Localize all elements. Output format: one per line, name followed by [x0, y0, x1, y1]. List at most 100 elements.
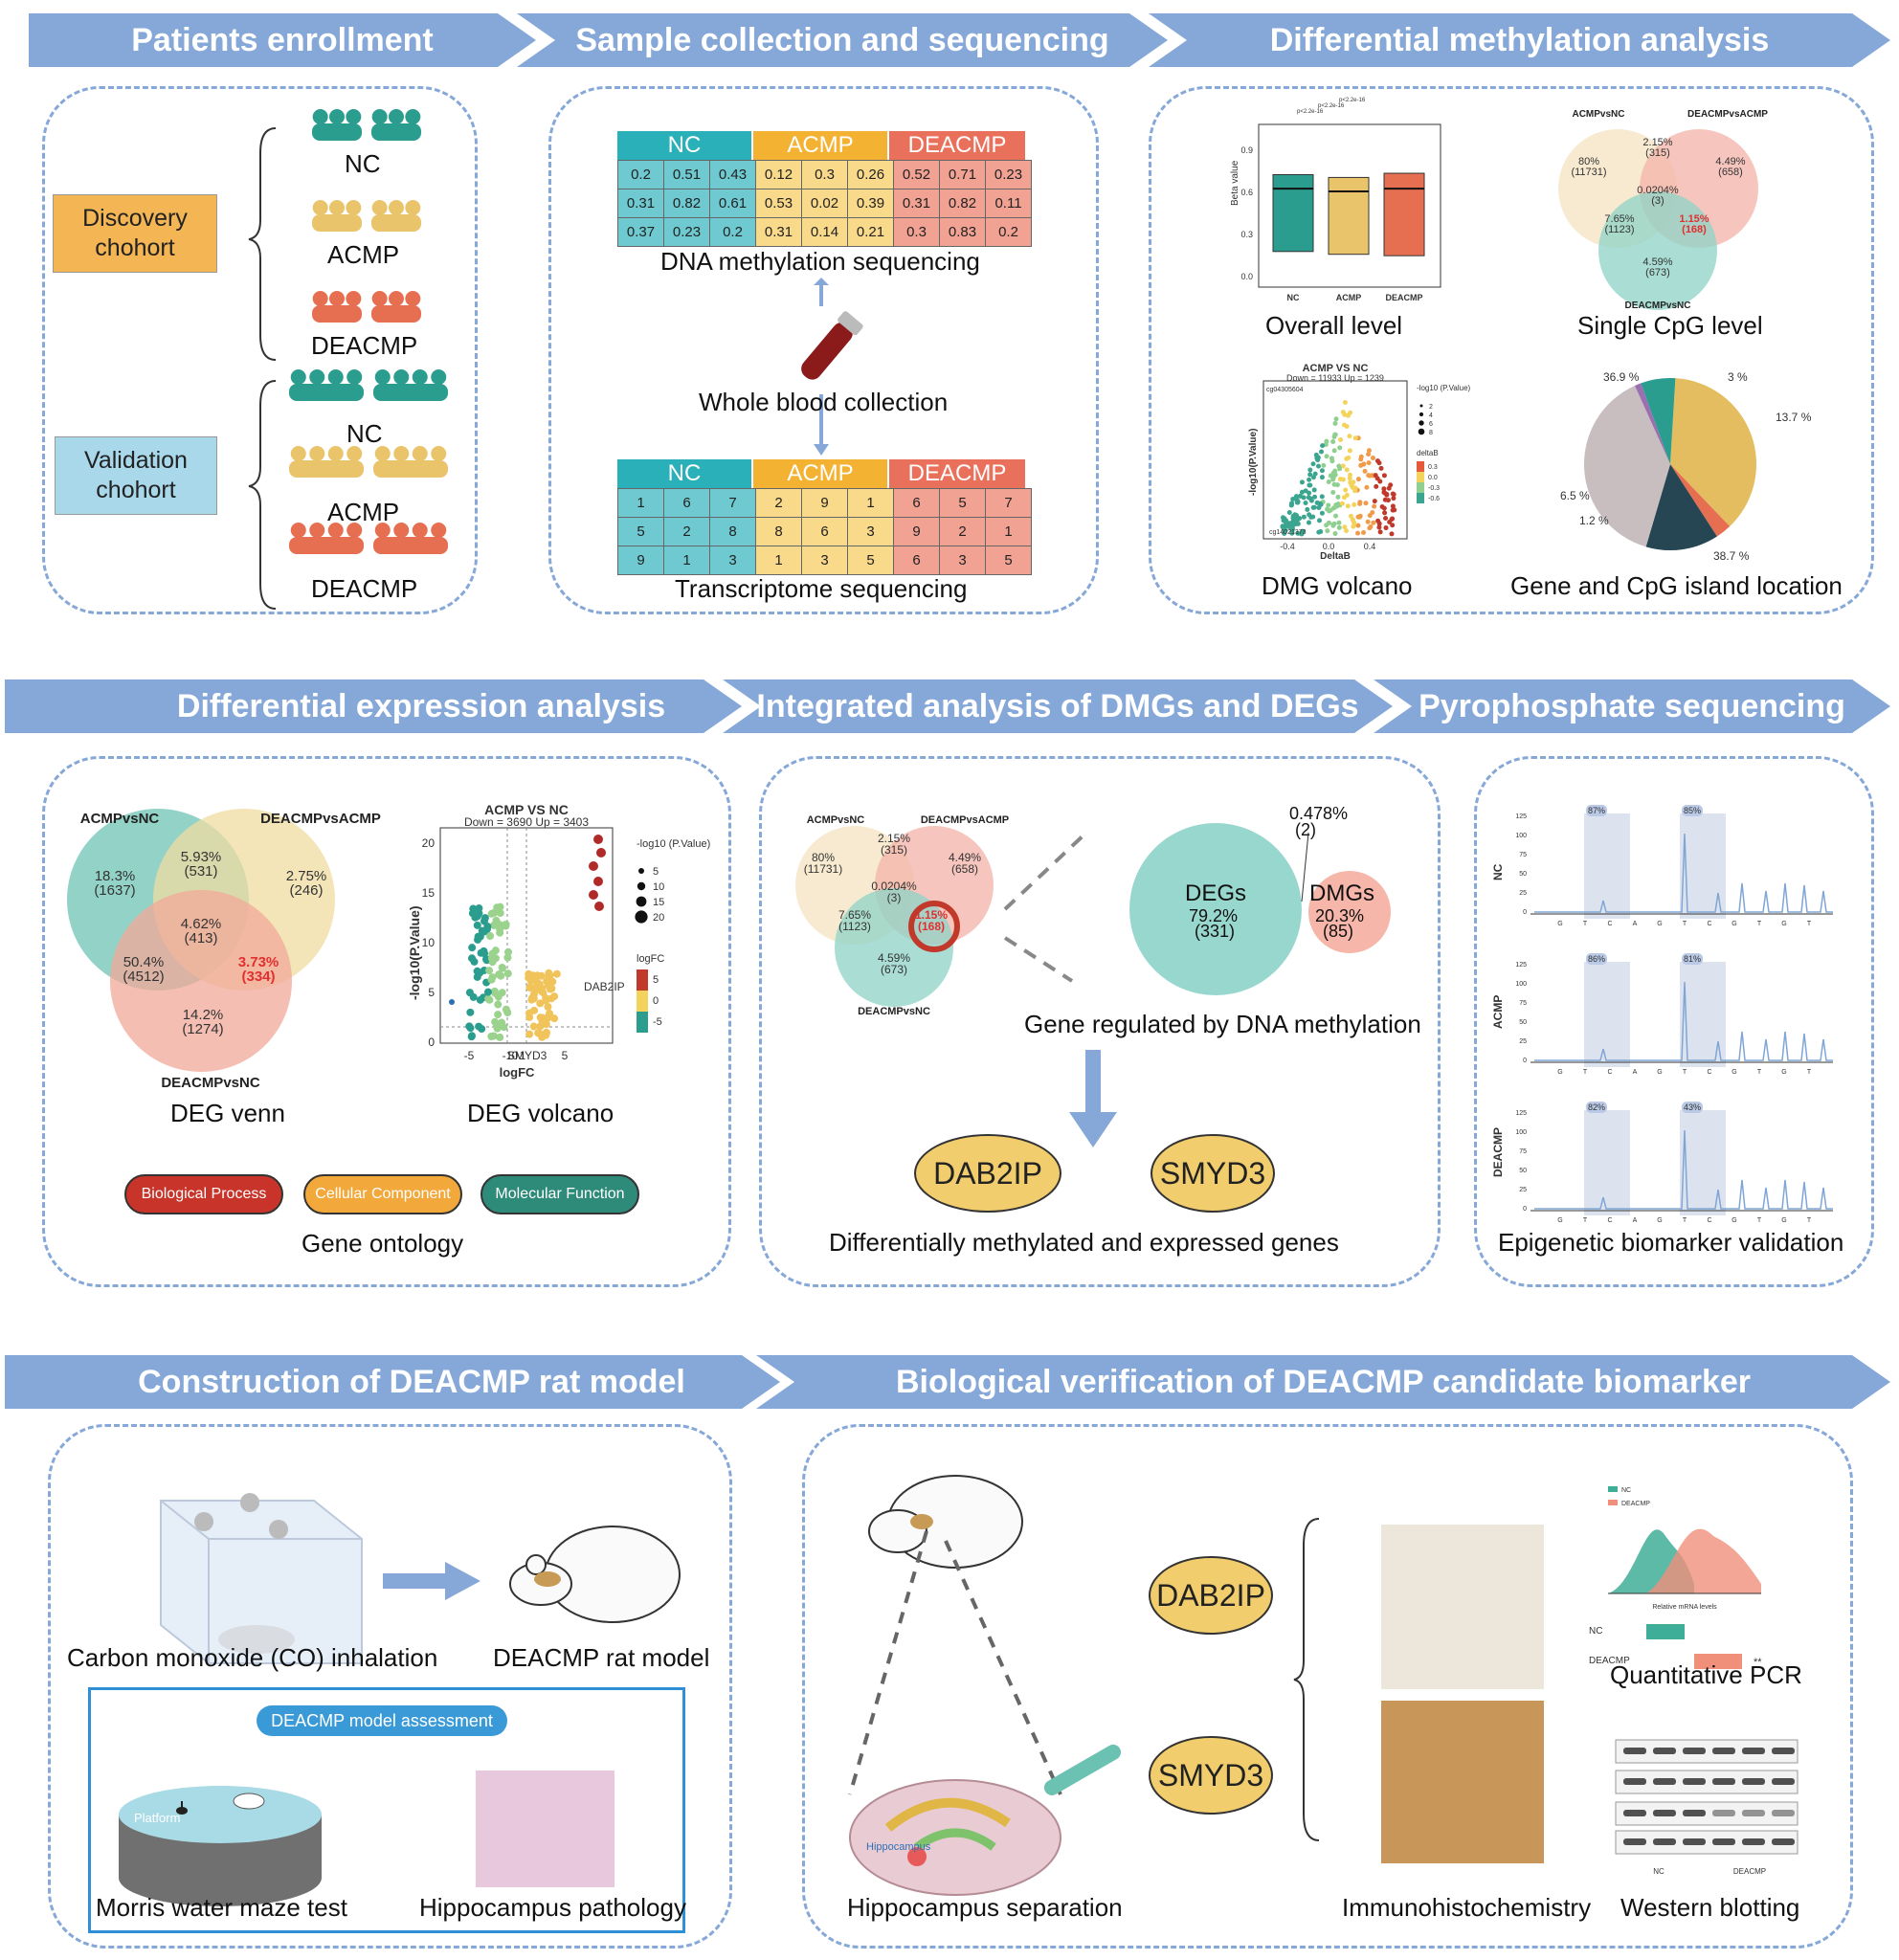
validation-cohort-box: Validation chohort — [55, 436, 217, 515]
table-cell: 0.11 — [985, 189, 1032, 218]
data-point — [1314, 500, 1320, 505]
legend-color-label: -5 — [653, 1016, 662, 1028]
data-point — [1331, 448, 1337, 454]
pct-label: 82% — [1588, 1102, 1605, 1112]
legend-color-swatch — [637, 969, 648, 991]
plot-subtitle: Down = 11933 Up = 1239 — [1286, 373, 1384, 383]
trace-line — [1534, 1129, 1833, 1210]
gene-dab2ip-verification: DAB2IP — [1149, 1556, 1273, 1635]
venn-region-pct: 80% — [1578, 156, 1599, 167]
legend-color-label: -0.6 — [1428, 496, 1440, 502]
data-point — [1339, 501, 1345, 506]
data-point — [1361, 461, 1367, 467]
base-label: G — [1657, 1217, 1662, 1224]
venn-circle — [110, 890, 292, 1072]
y-tick: 25 — [1519, 890, 1527, 897]
pie-label: 6.5 % — [1560, 489, 1590, 502]
blot-band — [1742, 1810, 1765, 1816]
legend-label: NC — [1621, 1487, 1631, 1494]
data-point — [1290, 497, 1296, 502]
data-point — [1326, 479, 1331, 485]
dmgs-label: DMGs — [1309, 880, 1374, 906]
legend-size-label: 5 — [653, 866, 659, 878]
data-point — [552, 969, 561, 978]
base-label: T — [1583, 1217, 1588, 1224]
row-label: NC — [1491, 863, 1505, 880]
data-point — [1390, 507, 1396, 513]
legend-size-label: 20 — [653, 912, 664, 924]
gene-smyd3-integrated: SMYD3 — [1151, 1134, 1275, 1213]
highlight-region — [1584, 1110, 1630, 1215]
regulated-label: Gene regulated by DNA methylation — [1024, 1010, 1421, 1038]
legend-color-swatch — [1417, 493, 1424, 503]
data-point — [502, 920, 510, 928]
data-point — [1365, 519, 1371, 524]
data-point — [1343, 487, 1349, 493]
table-cell: 3 — [709, 546, 756, 575]
base-label: G — [1731, 1069, 1736, 1076]
pie-slice — [1584, 385, 1670, 547]
legend-color-title: deltaB — [1417, 449, 1439, 457]
table-cell: 0.83 — [939, 217, 986, 247]
base-label: C — [1607, 1069, 1612, 1076]
venn-set-label: DEACMPvsNC — [161, 1075, 260, 1091]
trans-header-nc: NC — [617, 459, 751, 488]
venn-region-pct: 5.93% — [181, 849, 222, 865]
data-point — [1377, 479, 1383, 484]
annotation: DAB2IP — [584, 980, 625, 993]
data-point — [1284, 519, 1289, 524]
data-point — [1333, 416, 1339, 422]
data-point — [1324, 454, 1329, 459]
data-point — [1352, 435, 1358, 441]
venn-region-count: (673) — [1645, 267, 1670, 278]
degs-n: (331) — [1195, 922, 1236, 941]
data-point — [485, 967, 494, 975]
data-point — [1295, 521, 1301, 526]
venn-region-pct: 4.49% — [949, 851, 981, 864]
people-icons — [289, 109, 448, 554]
table-cell: 2 — [939, 517, 986, 546]
legend-size-dot — [638, 868, 644, 874]
data-point — [502, 1005, 510, 1013]
people-icon — [289, 523, 364, 554]
banner-biological-verification: Biological verification of DEACMP candid… — [756, 1355, 1890, 1409]
trans-header-acmp: ACMP — [753, 459, 887, 488]
panel-verification — [802, 1424, 1853, 1949]
people-icon — [289, 369, 364, 401]
venn-region-pct: 18.3% — [95, 868, 136, 884]
data-point — [1377, 529, 1383, 535]
data-point — [1295, 517, 1301, 523]
table-cell: 0.26 — [847, 160, 894, 189]
x-tick: -5 — [464, 1049, 475, 1062]
big-arrow-down-icon — [1069, 1050, 1117, 1147]
data-point — [496, 1033, 504, 1041]
table-cell: 1 — [847, 488, 894, 518]
legend-color-label: -0.3 — [1428, 485, 1440, 492]
data-point — [596, 848, 606, 858]
venn-region-count: (531) — [184, 863, 217, 880]
group-label: DEACMP — [1589, 1656, 1630, 1666]
data-point — [1344, 467, 1350, 473]
data-point — [1315, 455, 1321, 460]
table-cell: 0.21 — [847, 217, 894, 247]
data-point — [1379, 503, 1385, 509]
data-point — [494, 992, 503, 1001]
pie-slice — [1645, 464, 1717, 550]
venn-circle — [835, 888, 953, 1007]
blot-band — [1683, 1838, 1706, 1845]
platform-label: Platform — [134, 1811, 181, 1825]
table-cell: 3 — [847, 517, 894, 546]
trace-line — [1534, 981, 1833, 1061]
data-point — [547, 994, 556, 1003]
plot-frame — [1258, 123, 1441, 288]
y-tick: 0.3 — [1240, 230, 1253, 239]
table-cell: 6 — [801, 517, 848, 546]
data-point — [1386, 485, 1392, 491]
table-cell: 6 — [893, 546, 940, 575]
data-point — [477, 948, 485, 957]
table-cell: 0.43 — [709, 160, 756, 189]
venn-region-pct: 1.15% — [915, 908, 948, 922]
base-label: T — [1757, 1069, 1762, 1076]
